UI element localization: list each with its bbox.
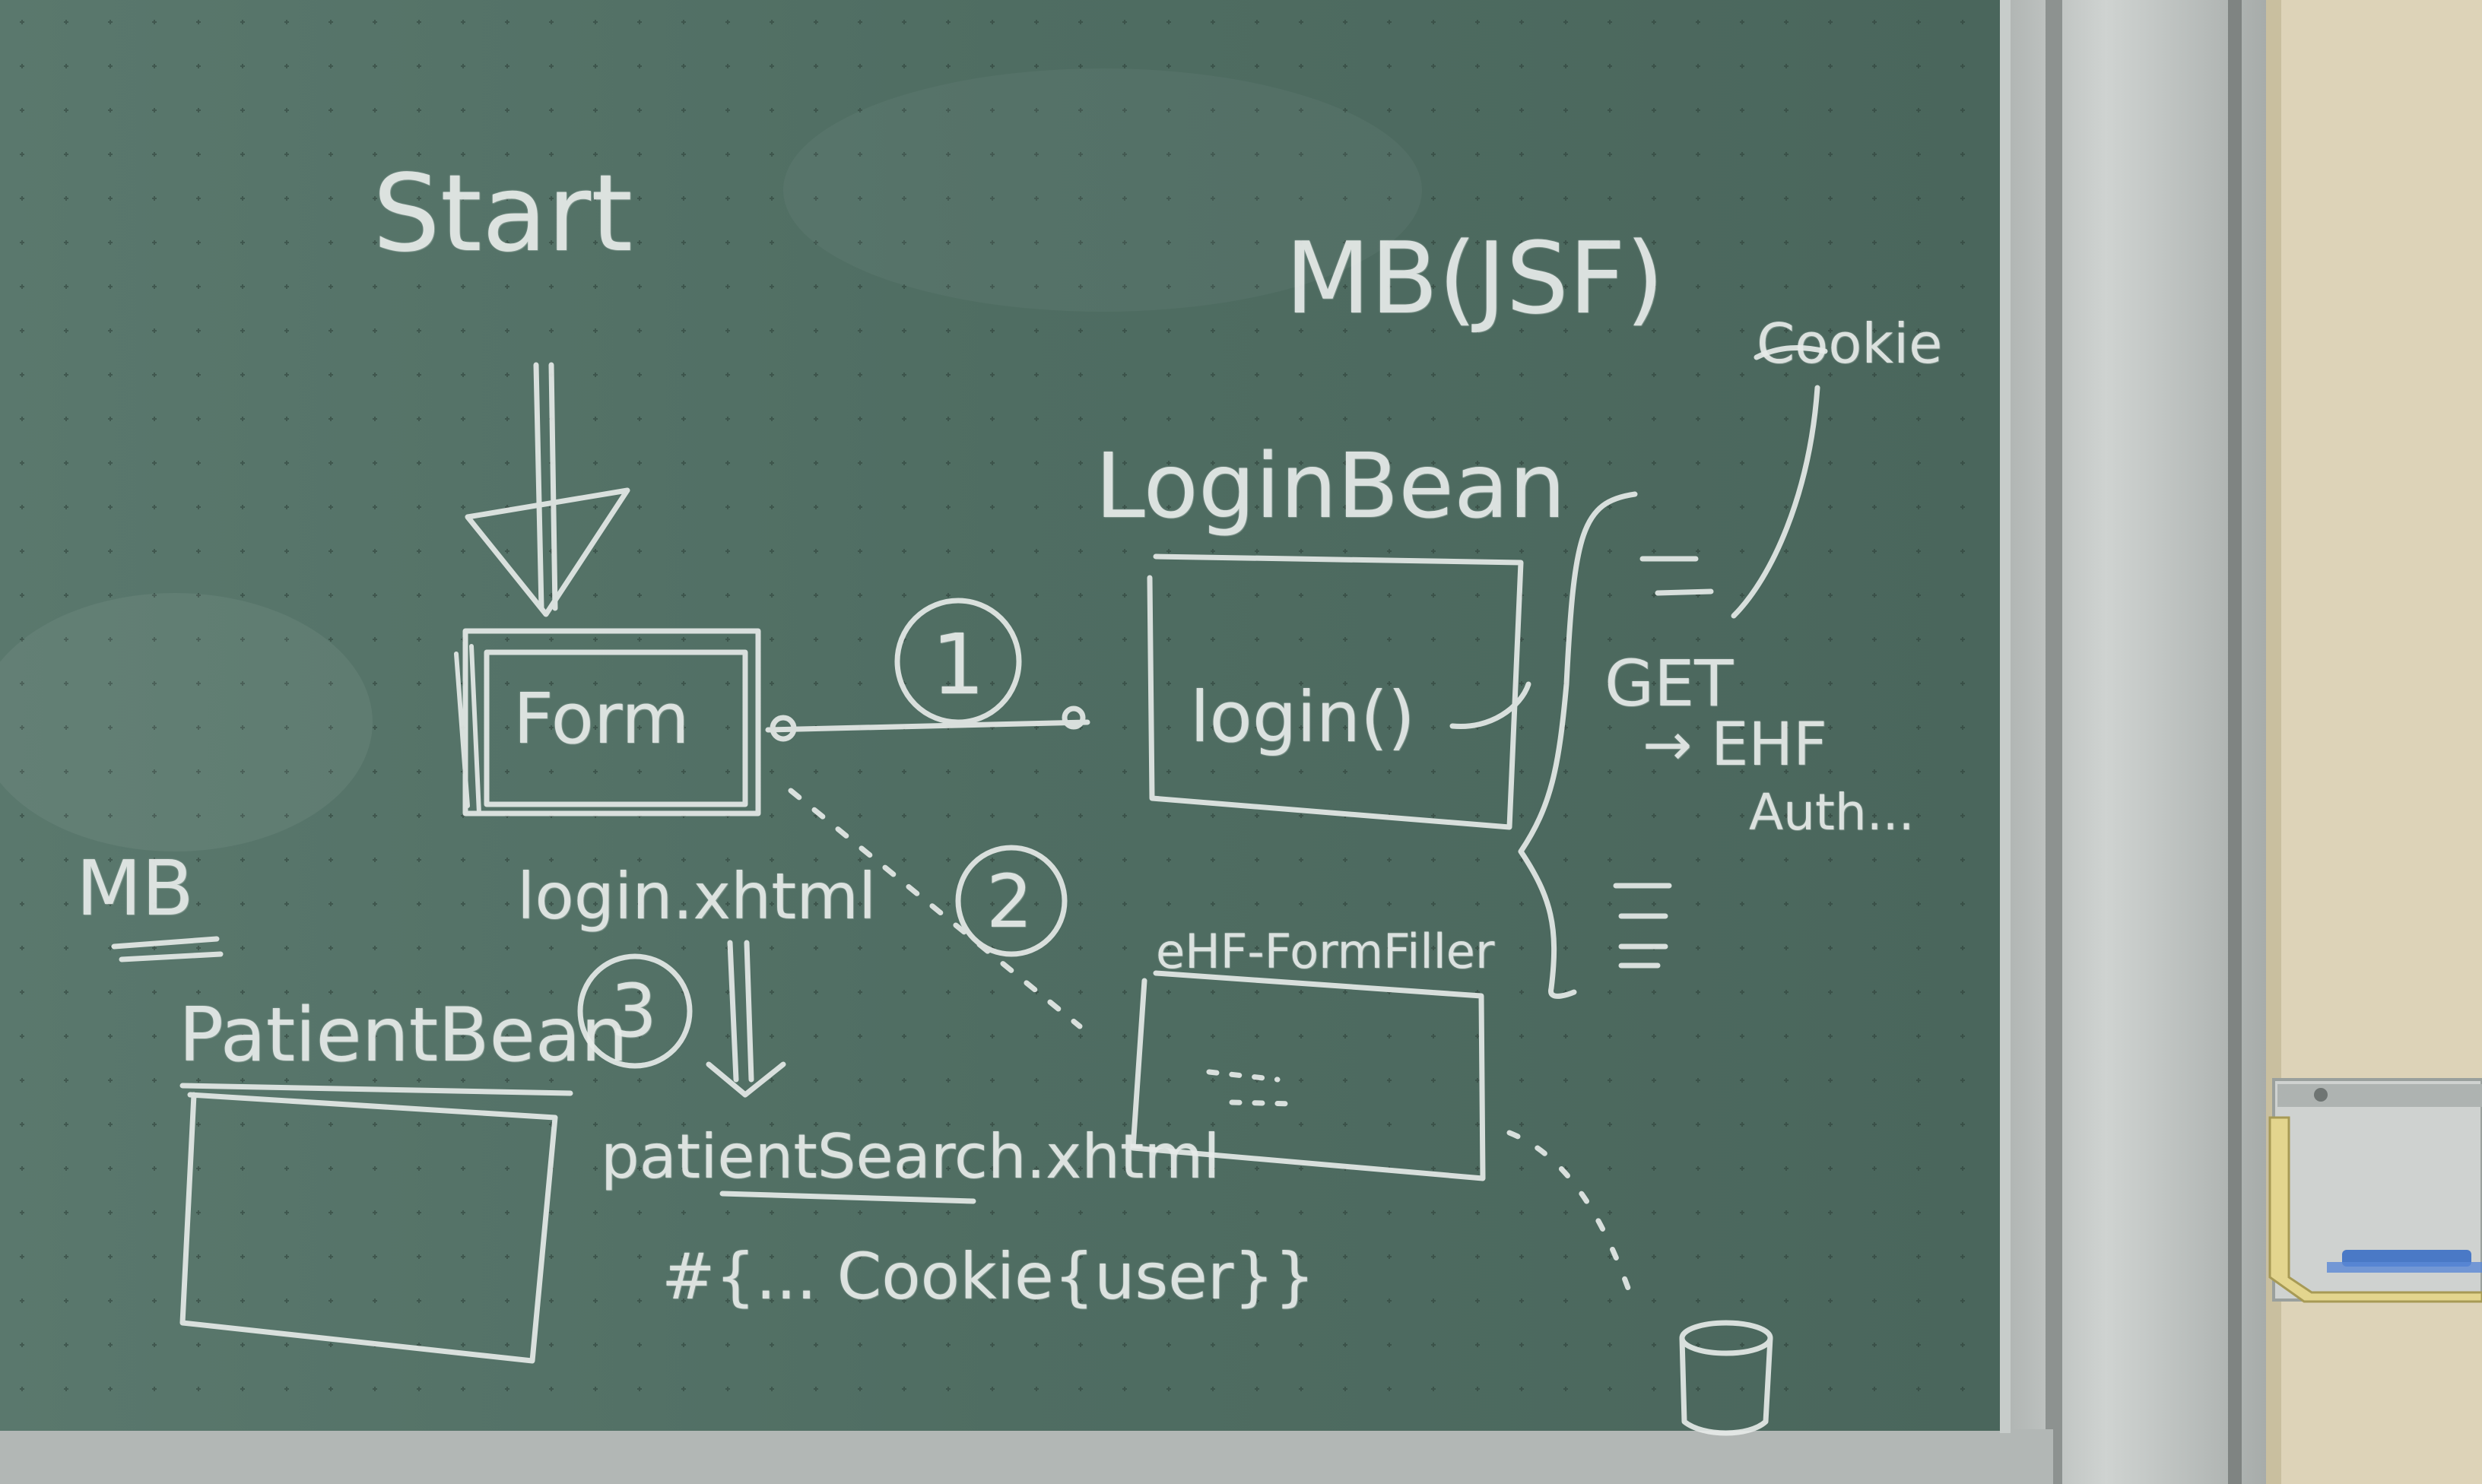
connector-2 [788, 788, 1083, 1029]
login-bean-label: LoginBean [1095, 433, 1566, 538]
mb-underline [111, 936, 224, 962]
form-label: Form [513, 678, 690, 759]
step-3-circle [577, 953, 693, 1069]
start-arrow-shaft [548, 362, 558, 611]
mb-jsf-label: MB(JSF) [1285, 220, 1665, 336]
patient-bean-label: PatientBean [179, 992, 628, 1079]
cookie-label: Cookie [1757, 312, 1943, 376]
step-1-label: 1 [932, 616, 985, 713]
cookie-expression-label: #{... Cookie{user}} [662, 1239, 1316, 1314]
loginbean-box [1147, 553, 1524, 830]
start-arrow-head [465, 487, 630, 617]
step-2-circle [955, 845, 1068, 957]
connector-1 [765, 719, 1090, 733]
step-3-arrow [706, 940, 786, 1098]
board-dot-grid [0, 0, 2008, 1431]
chalk-strokes [111, 344, 1828, 1436]
chalk-tray-holder [2268, 1078, 2482, 1303]
eraser-smudge [0, 593, 373, 851]
step-3-label: 3 [611, 969, 658, 1054]
step-2-label: 2 [986, 859, 1033, 944]
frame-edge [2228, 0, 2242, 1484]
cookie-line [1731, 385, 1820, 619]
ehf-form-filler-label: eHF-FormFiller [1156, 924, 1495, 979]
form-box-inner [484, 649, 748, 807]
step-1-circle [894, 598, 1022, 725]
login-method-label: login() [1190, 677, 1415, 758]
login-xhtml-label: login.xhtml [517, 859, 877, 934]
cookie-arrow [1754, 344, 1828, 360]
get-label: GET [1604, 646, 1734, 721]
form-box [462, 628, 761, 817]
auth-label: Auth... [1749, 783, 1915, 842]
mb-label: MB [76, 844, 194, 933]
patient-search-underline [719, 1191, 976, 1204]
start-arrow-shaft [533, 362, 544, 611]
ehf-box [1130, 970, 1486, 1181]
bottom-frame [0, 1429, 2053, 1484]
connector-db [1506, 1130, 1638, 1311]
patientbean-box [179, 1092, 558, 1364]
patient-search-label: patientSearch.xhtml [601, 1121, 1220, 1192]
right-brace [1518, 491, 1638, 999]
eraser-smudge [783, 68, 1422, 312]
frame-groove [2046, 0, 2062, 1484]
start-label: Start [373, 152, 633, 276]
ehf-label: → EHF [1642, 711, 1827, 779]
board-inner-rim [2000, 0, 2011, 1433]
database-cylinder [1679, 1320, 1773, 1436]
